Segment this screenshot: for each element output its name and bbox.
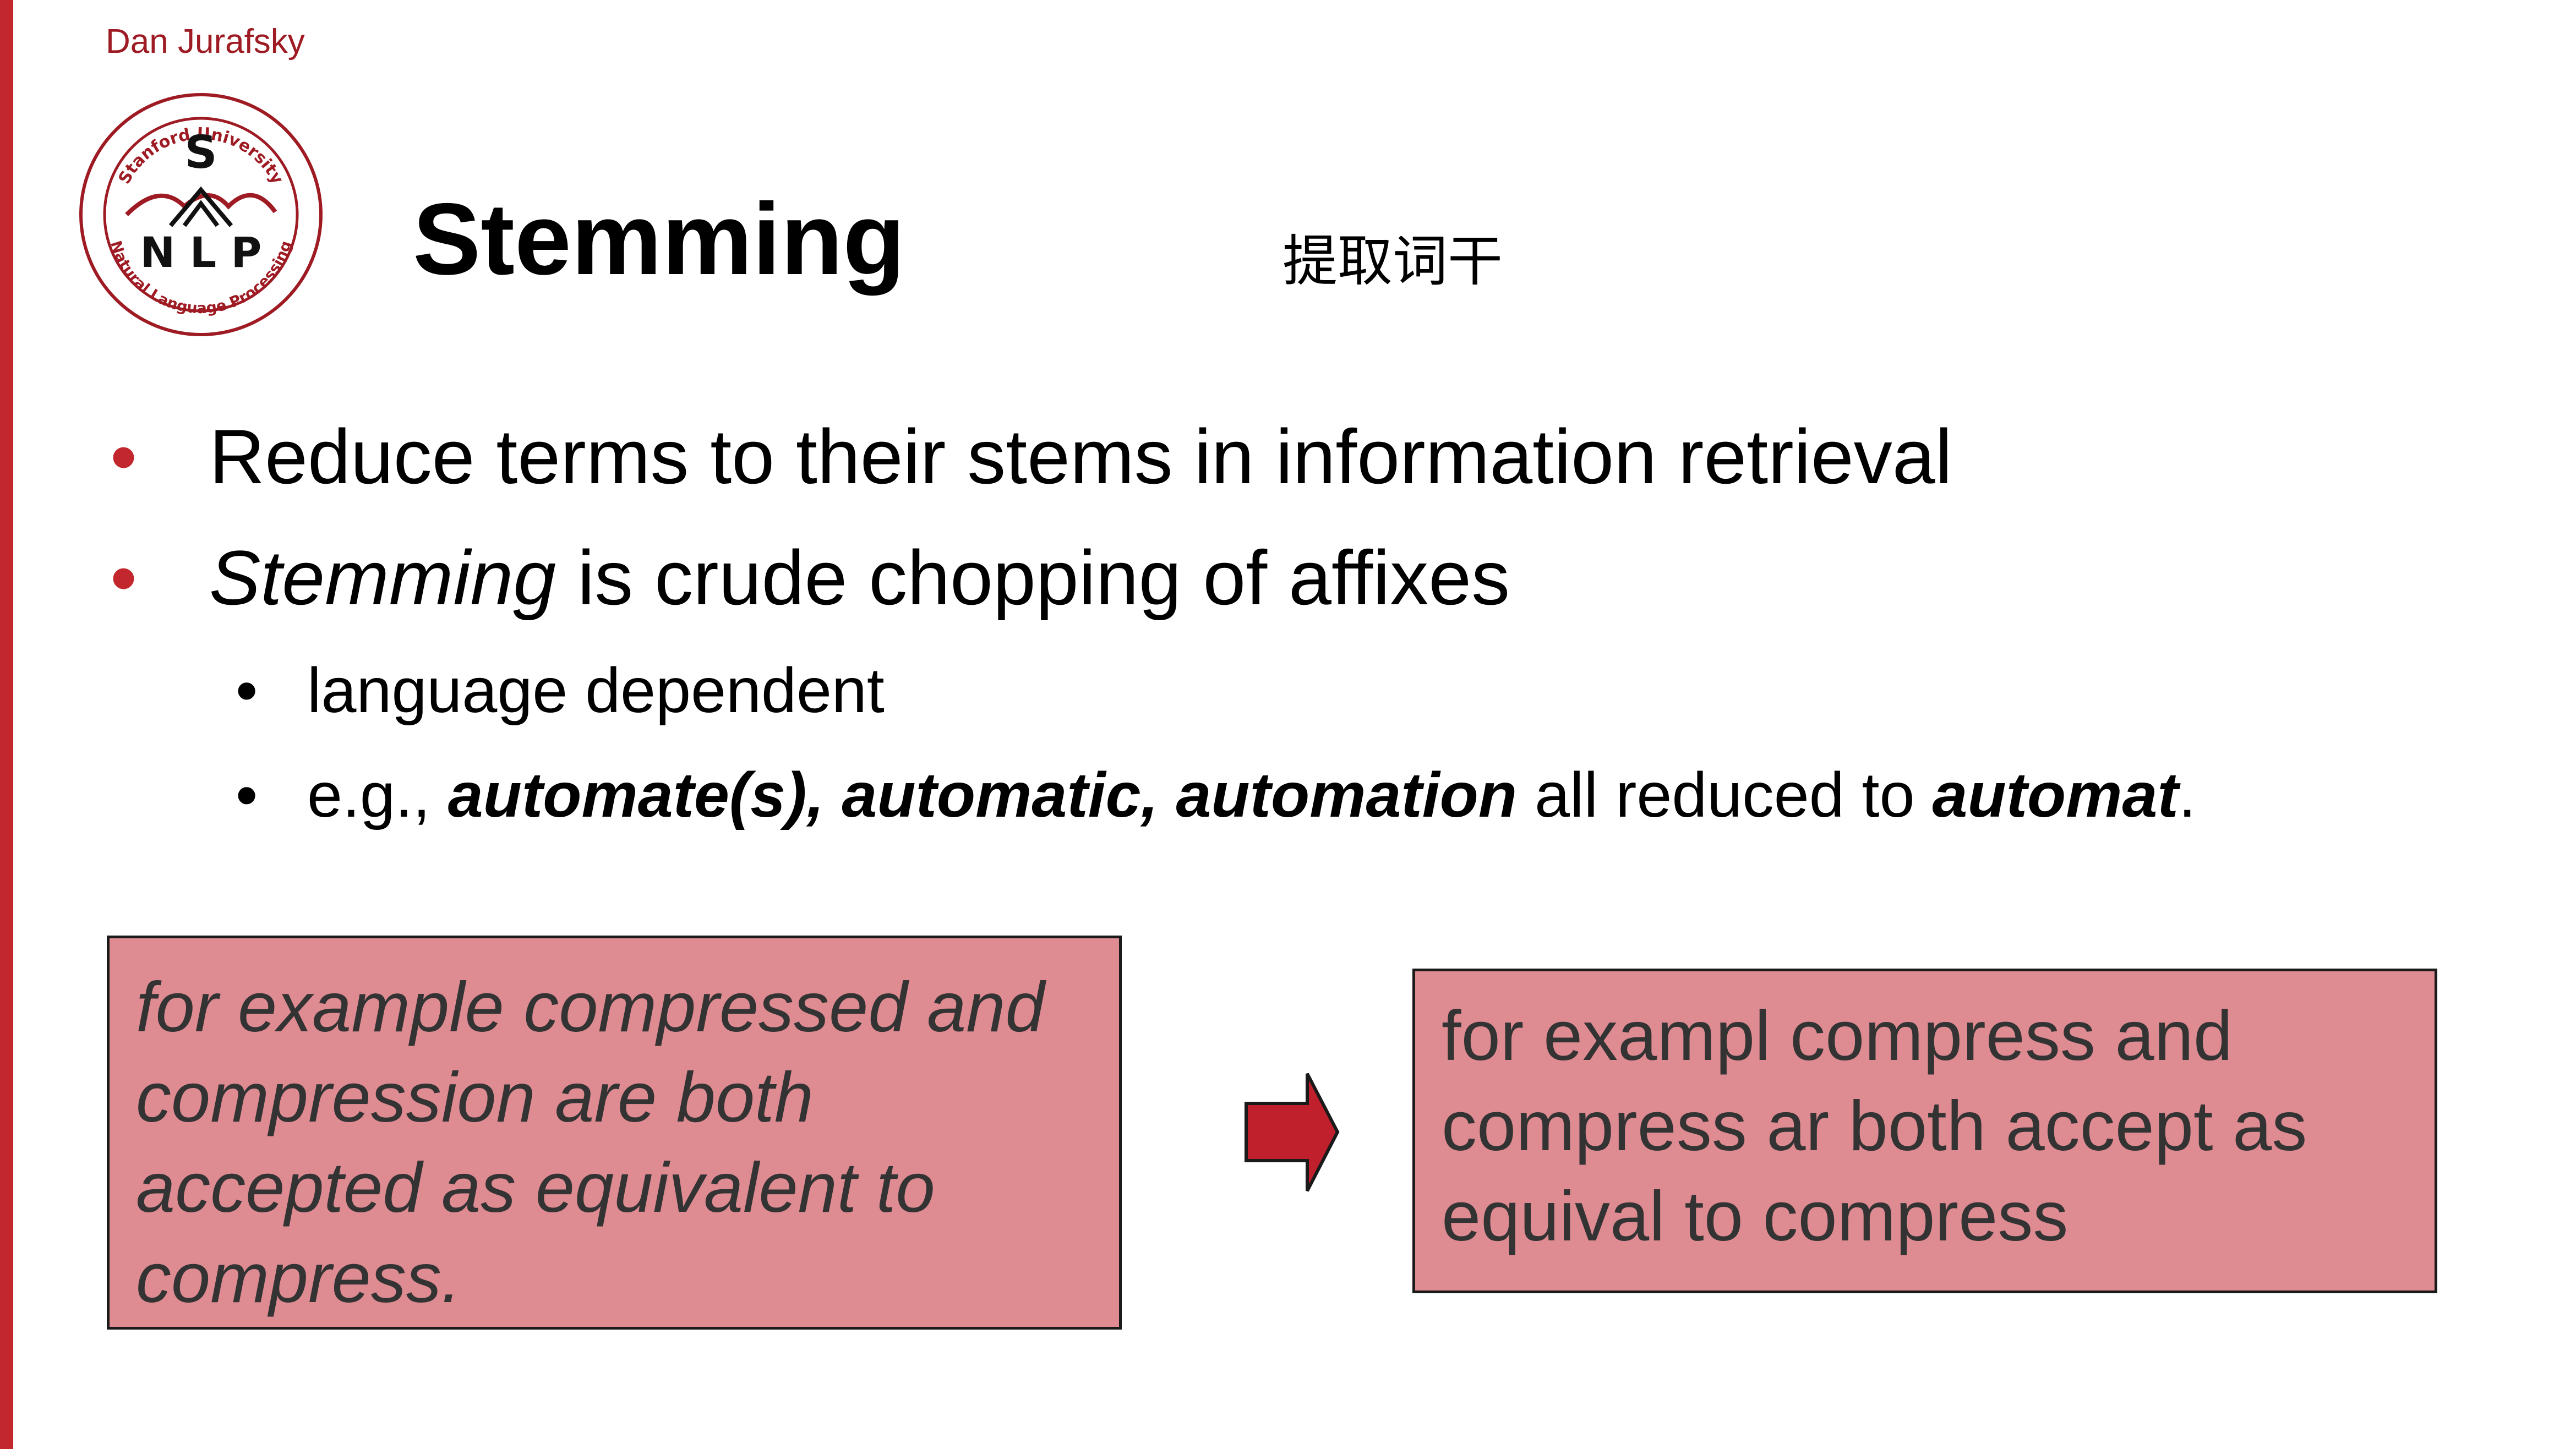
stemmed-text: for exampl compress and compress ar both… [1442,997,2307,1256]
logo-letters-nlp: N L P [140,228,262,277]
subbullet-middle: all reduced to [1517,760,1933,830]
subbullet-prefix: e.g., [307,760,448,830]
original-text-box: for example compressed and compression a… [107,936,1122,1330]
bullet-icon: • [110,534,138,621]
slide-subtitle: 提取词干 [1282,231,1503,292]
bullet-icon: • [110,413,138,500]
subbullet-example: • e.g., automate(s), automatic, automati… [236,754,2196,836]
stemmed-text-box: for exampl compress and compress ar both… [1412,969,2437,1293]
bullet-text: is crude chopping of affixes [556,534,1510,621]
subbullet-icon: • [236,655,258,726]
bullet-stemming-chopping: • Stemming is crude chopping of affixes [110,531,1510,625]
subbullet-language-dependent: • language dependent [236,649,885,732]
subbullet-end: . [2178,760,2196,830]
slide-title: Stemming [413,183,905,296]
subbullet-text: language dependent [307,655,885,726]
bullet-reduce-terms: • Reduce terms to their stems in informa… [110,410,1952,504]
stanford-nlp-logo: Stanford University Natural Language Pro… [79,93,323,336]
subbullet-example-words: automate(s), automatic, automation [447,760,1518,830]
left-accent-bar [0,0,13,1449]
original-text: for example compressed and compression a… [136,968,1045,1317]
author-name: Dan Jurafsky [106,23,305,61]
subbullet-icon: • [236,760,258,830]
subbullet-stem-result: automat [1932,760,2179,830]
right-arrow-icon [1245,1073,1340,1192]
bullet-text: Reduce terms to their stems in informati… [209,413,1952,500]
logo-letter-s: S [184,127,217,179]
logo-peak-icon [168,186,233,227]
bullet-term-stemming: Stemming [209,534,556,621]
